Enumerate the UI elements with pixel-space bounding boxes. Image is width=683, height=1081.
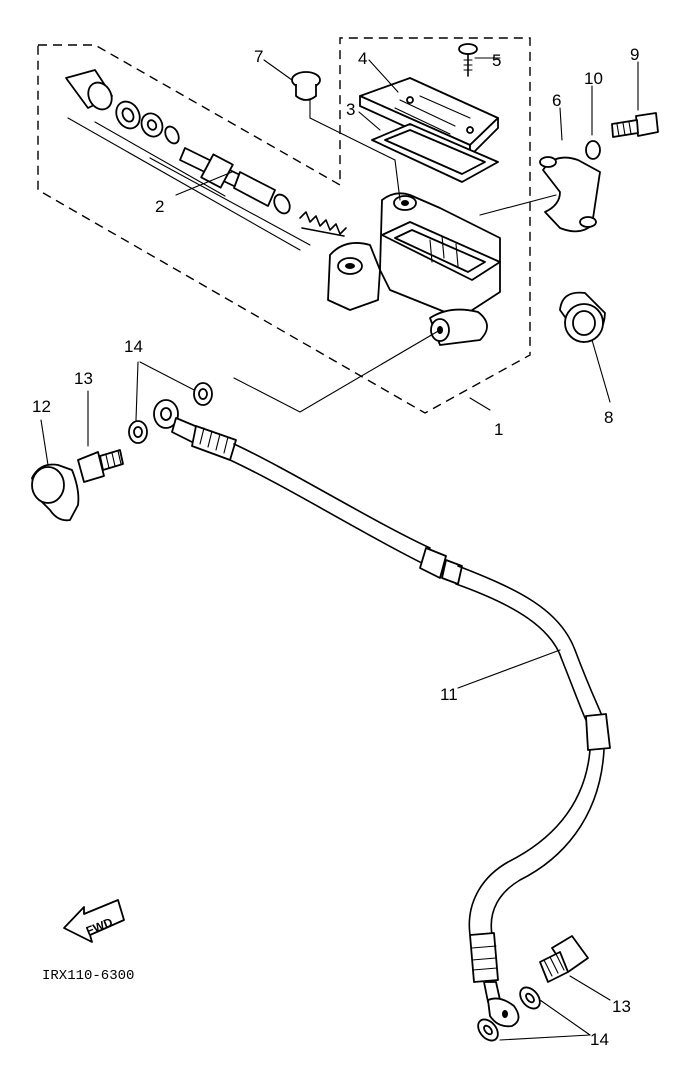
callout-13-bottom: 13	[612, 997, 631, 1016]
callout-14-top: 14	[124, 337, 143, 356]
copper-washer-lower-b	[477, 1018, 499, 1042]
callout-13-top: 13	[74, 369, 93, 388]
piston	[179, 147, 291, 215]
callout-4: 4	[358, 49, 367, 68]
washer	[140, 112, 164, 138]
diaphragm-plate	[371, 123, 499, 183]
o-ring	[164, 125, 180, 145]
rubber-cap	[291, 71, 321, 101]
callout-14-bottom: 14	[590, 1030, 609, 1049]
master-cylinder-body	[327, 192, 501, 346]
callout-10: 10	[584, 69, 603, 88]
master-cylinder-holder	[539, 156, 601, 233]
handlebar-spacer	[559, 291, 606, 343]
brake-hose	[153, 399, 611, 1028]
callout-9: 9	[630, 45, 639, 64]
diagram-code: IRX110-6300	[42, 968, 134, 984]
union-bolt-lower	[539, 935, 589, 983]
callout-7: 7	[254, 47, 263, 66]
fwd-arrow-icon: FWD	[63, 899, 125, 943]
callout-6: 6	[552, 91, 561, 110]
callout-5: 5	[492, 51, 501, 70]
piston-kit	[65, 69, 347, 251]
circlip	[115, 100, 141, 130]
callout-8: 8	[604, 408, 613, 427]
holder-bolt	[611, 112, 659, 138]
dust-boot	[65, 69, 113, 111]
brake-hose-cap	[31, 463, 80, 522]
union-bolt-upper	[77, 449, 124, 483]
callout-labels: 1 2 3 4 5 6 7 8 9 10 11 12 13 13 14 14	[32, 45, 639, 1049]
callout-3: 3	[346, 100, 355, 119]
leader-lines	[40, 57, 639, 1041]
copper-washer-lower-a	[519, 986, 541, 1010]
copper-washer-upper-a	[128, 420, 148, 444]
callout-11: 11	[440, 685, 458, 704]
spring	[299, 211, 347, 237]
copper-washer-upper-b	[193, 382, 213, 406]
diaphragm-screw	[458, 43, 478, 77]
callout-2: 2	[155, 197, 164, 216]
master-cylinder-assembly-outline	[37, 37, 531, 414]
spring-washer	[585, 140, 601, 160]
callout-1: 1	[494, 420, 503, 439]
callout-12: 12	[32, 397, 51, 416]
